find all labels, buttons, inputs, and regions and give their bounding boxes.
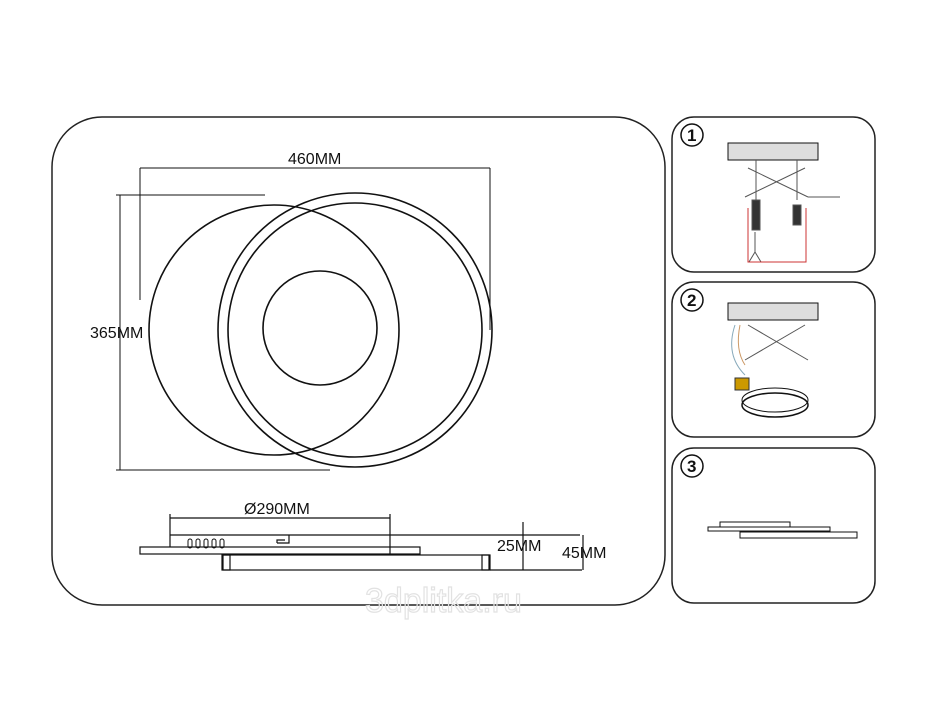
outer-ring-left: [148, 204, 400, 456]
inner-ring-right: [227, 202, 483, 458]
step-3-panel: 3: [671, 447, 876, 604]
drill-template: [747, 208, 807, 263]
step-2-number: 2: [687, 291, 696, 310]
main-panel: [51, 116, 666, 606]
step-1-panel: 1: [671, 116, 876, 273]
top-view: [148, 192, 493, 468]
step-3-number: 3: [687, 457, 696, 476]
diameter-label: Ø290MM: [244, 501, 310, 518]
thickness-label: 25MM: [497, 538, 541, 555]
side-view: [139, 514, 584, 571]
center-disc: [262, 270, 378, 386]
dimension-lines: [116, 167, 491, 471]
step-3-badge: [680, 454, 704, 478]
connector-holes: [187, 538, 225, 549]
step-1-badge: [680, 123, 704, 147]
step-1-number: 1: [687, 126, 696, 145]
ceiling-icon: [727, 302, 819, 321]
step-2-badge: [680, 288, 704, 312]
ceiling-icon: [727, 142, 819, 161]
height-label: 365MM: [90, 325, 143, 342]
outer-ring-right: [217, 192, 493, 468]
width-label: 460MM: [288, 151, 341, 168]
watermark: 3dplitka.ru: [365, 582, 522, 620]
step-2-panel: 2: [671, 281, 876, 438]
total-height-label: 45MM: [562, 545, 606, 562]
